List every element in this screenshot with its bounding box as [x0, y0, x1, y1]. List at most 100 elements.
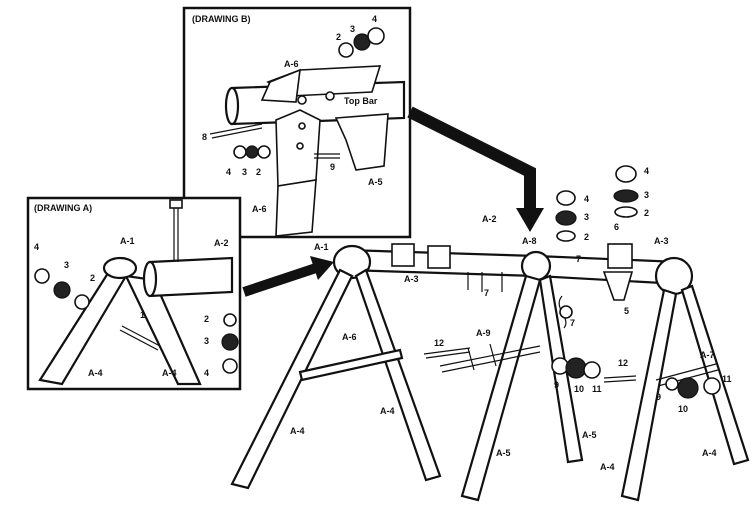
lock-washer-2	[556, 230, 576, 242]
main-frame-labels: A-1 A-2 A-8 A-3 A-3 7 7 7 5 4 3 2 4 3 2 …	[290, 166, 732, 472]
brace-a9-left	[298, 348, 404, 382]
label-3-right: 3	[644, 190, 649, 200]
label-4-main: 4	[584, 194, 589, 204]
label-4-left: 4	[226, 167, 231, 177]
label-9: 9	[330, 162, 335, 172]
clamp-a3	[607, 243, 633, 269]
label-12: 12	[434, 338, 444, 348]
leg-left-inner	[354, 268, 442, 482]
bolt-head	[169, 199, 183, 209]
top-bar-end	[224, 86, 240, 126]
drawing-a-title: (DRAWING A)	[34, 203, 92, 213]
label-8: 8	[202, 132, 207, 142]
label-3: 3	[64, 260, 69, 270]
label-10-right: 10	[678, 404, 688, 414]
label-a3-main: A-3	[654, 236, 669, 246]
label-a5: A-5	[368, 177, 383, 187]
lock-washer-2	[74, 294, 90, 310]
corner-a1	[102, 256, 138, 280]
label-2-left: 2	[256, 167, 261, 177]
label-a2: A-2	[214, 238, 229, 248]
drawing-b-title: (DRAWING B)	[192, 14, 251, 24]
label-2-right: 2	[644, 208, 649, 218]
label-a4-left: A-4	[88, 368, 103, 378]
brace-a9-middle	[439, 345, 541, 373]
bolt-9	[314, 153, 340, 159]
hooks-7	[467, 272, 503, 292]
label-2: 2	[336, 32, 341, 42]
bolt-12	[423, 347, 471, 359]
label-4-right: 4	[204, 368, 209, 378]
label-1: 1	[140, 310, 145, 320]
bracket-5	[602, 271, 634, 301]
lock-washer-2	[614, 206, 638, 218]
label-4: 4	[372, 14, 377, 24]
cap-4	[222, 358, 238, 374]
label-2-main: 2	[584, 232, 589, 242]
top-bar-a2	[148, 256, 234, 298]
label-7-b: 7	[576, 254, 581, 264]
lock-washer-2	[257, 145, 271, 159]
label-6-right: 6	[614, 222, 619, 232]
label-11-right: 11	[722, 374, 732, 384]
leg-right-outer	[620, 288, 678, 502]
nut-3	[555, 210, 577, 226]
hanger-hole	[298, 122, 306, 130]
s-hook	[559, 305, 573, 319]
bolt-12-right	[603, 375, 637, 383]
label-3-main: 3	[584, 212, 589, 222]
label-a7: A-7	[700, 350, 715, 360]
label-3: 3	[350, 24, 355, 34]
hanger-a5-body	[334, 113, 389, 171]
nut-3	[221, 333, 239, 351]
bolt-8	[209, 123, 263, 135]
arrow-b	[407, 106, 544, 232]
bolt-1	[119, 325, 161, 351]
label-11-main: 11	[592, 384, 602, 394]
label-9-right: 9	[656, 392, 661, 402]
label-3-right: 3	[204, 336, 209, 346]
label-9-main: 9	[554, 380, 559, 390]
label-a4-far-left: A-4	[290, 426, 305, 436]
label-3-left: 3	[242, 167, 247, 177]
clamp-a3	[427, 245, 451, 269]
label-a6: A-6	[284, 59, 299, 69]
label-a9-main: A-9	[476, 328, 491, 338]
label-a4-left-leg: A-4	[380, 406, 395, 416]
bracket-a6-side	[260, 68, 301, 103]
label-a6-main: A-6	[342, 332, 357, 342]
label-4-right: 4	[644, 166, 649, 176]
cap-4	[233, 145, 247, 159]
label-10-main: 10	[574, 384, 584, 394]
label-2-right: 2	[204, 314, 209, 324]
cap-4	[34, 268, 50, 284]
bearing-10	[565, 357, 587, 379]
top-bar-a2-end	[142, 260, 158, 298]
hanger-hole	[296, 142, 304, 150]
label-12-right: 12	[618, 358, 628, 368]
label-a3-left: A-3	[404, 274, 419, 284]
bolt-8-shaft	[211, 127, 263, 139]
main-swing-frame	[230, 165, 750, 502]
bolt-vertical	[173, 206, 179, 262]
label-a5-mid: A-5	[582, 430, 597, 440]
label-5: 5	[624, 306, 629, 316]
cap-4	[556, 190, 576, 206]
label-a2-main: A-2	[482, 214, 497, 224]
washer-9	[665, 377, 679, 391]
bearing-10	[677, 377, 699, 399]
drawing-b-inset: (DRAWING B) 2 3 4 A-6 Top Bar 8 4	[182, 6, 412, 239]
label-4: 4	[34, 242, 39, 252]
lock-washer-2	[338, 42, 354, 58]
nut-3	[245, 145, 259, 159]
cap-11	[583, 361, 601, 379]
clamp-a3	[391, 243, 415, 267]
hanger-hole	[297, 95, 307, 105]
drawing-a-inset: (DRAWING A) 4 3 2 A-1 A-2 1 2 3 A-4 A-4 …	[26, 196, 242, 391]
label-a4-far-right: A-4	[702, 448, 717, 458]
leg-left-outer	[230, 268, 354, 490]
leg-right-inner	[680, 284, 750, 466]
arrow-a	[242, 256, 334, 297]
lock-washer-2	[223, 313, 237, 327]
cap-11	[703, 377, 721, 395]
